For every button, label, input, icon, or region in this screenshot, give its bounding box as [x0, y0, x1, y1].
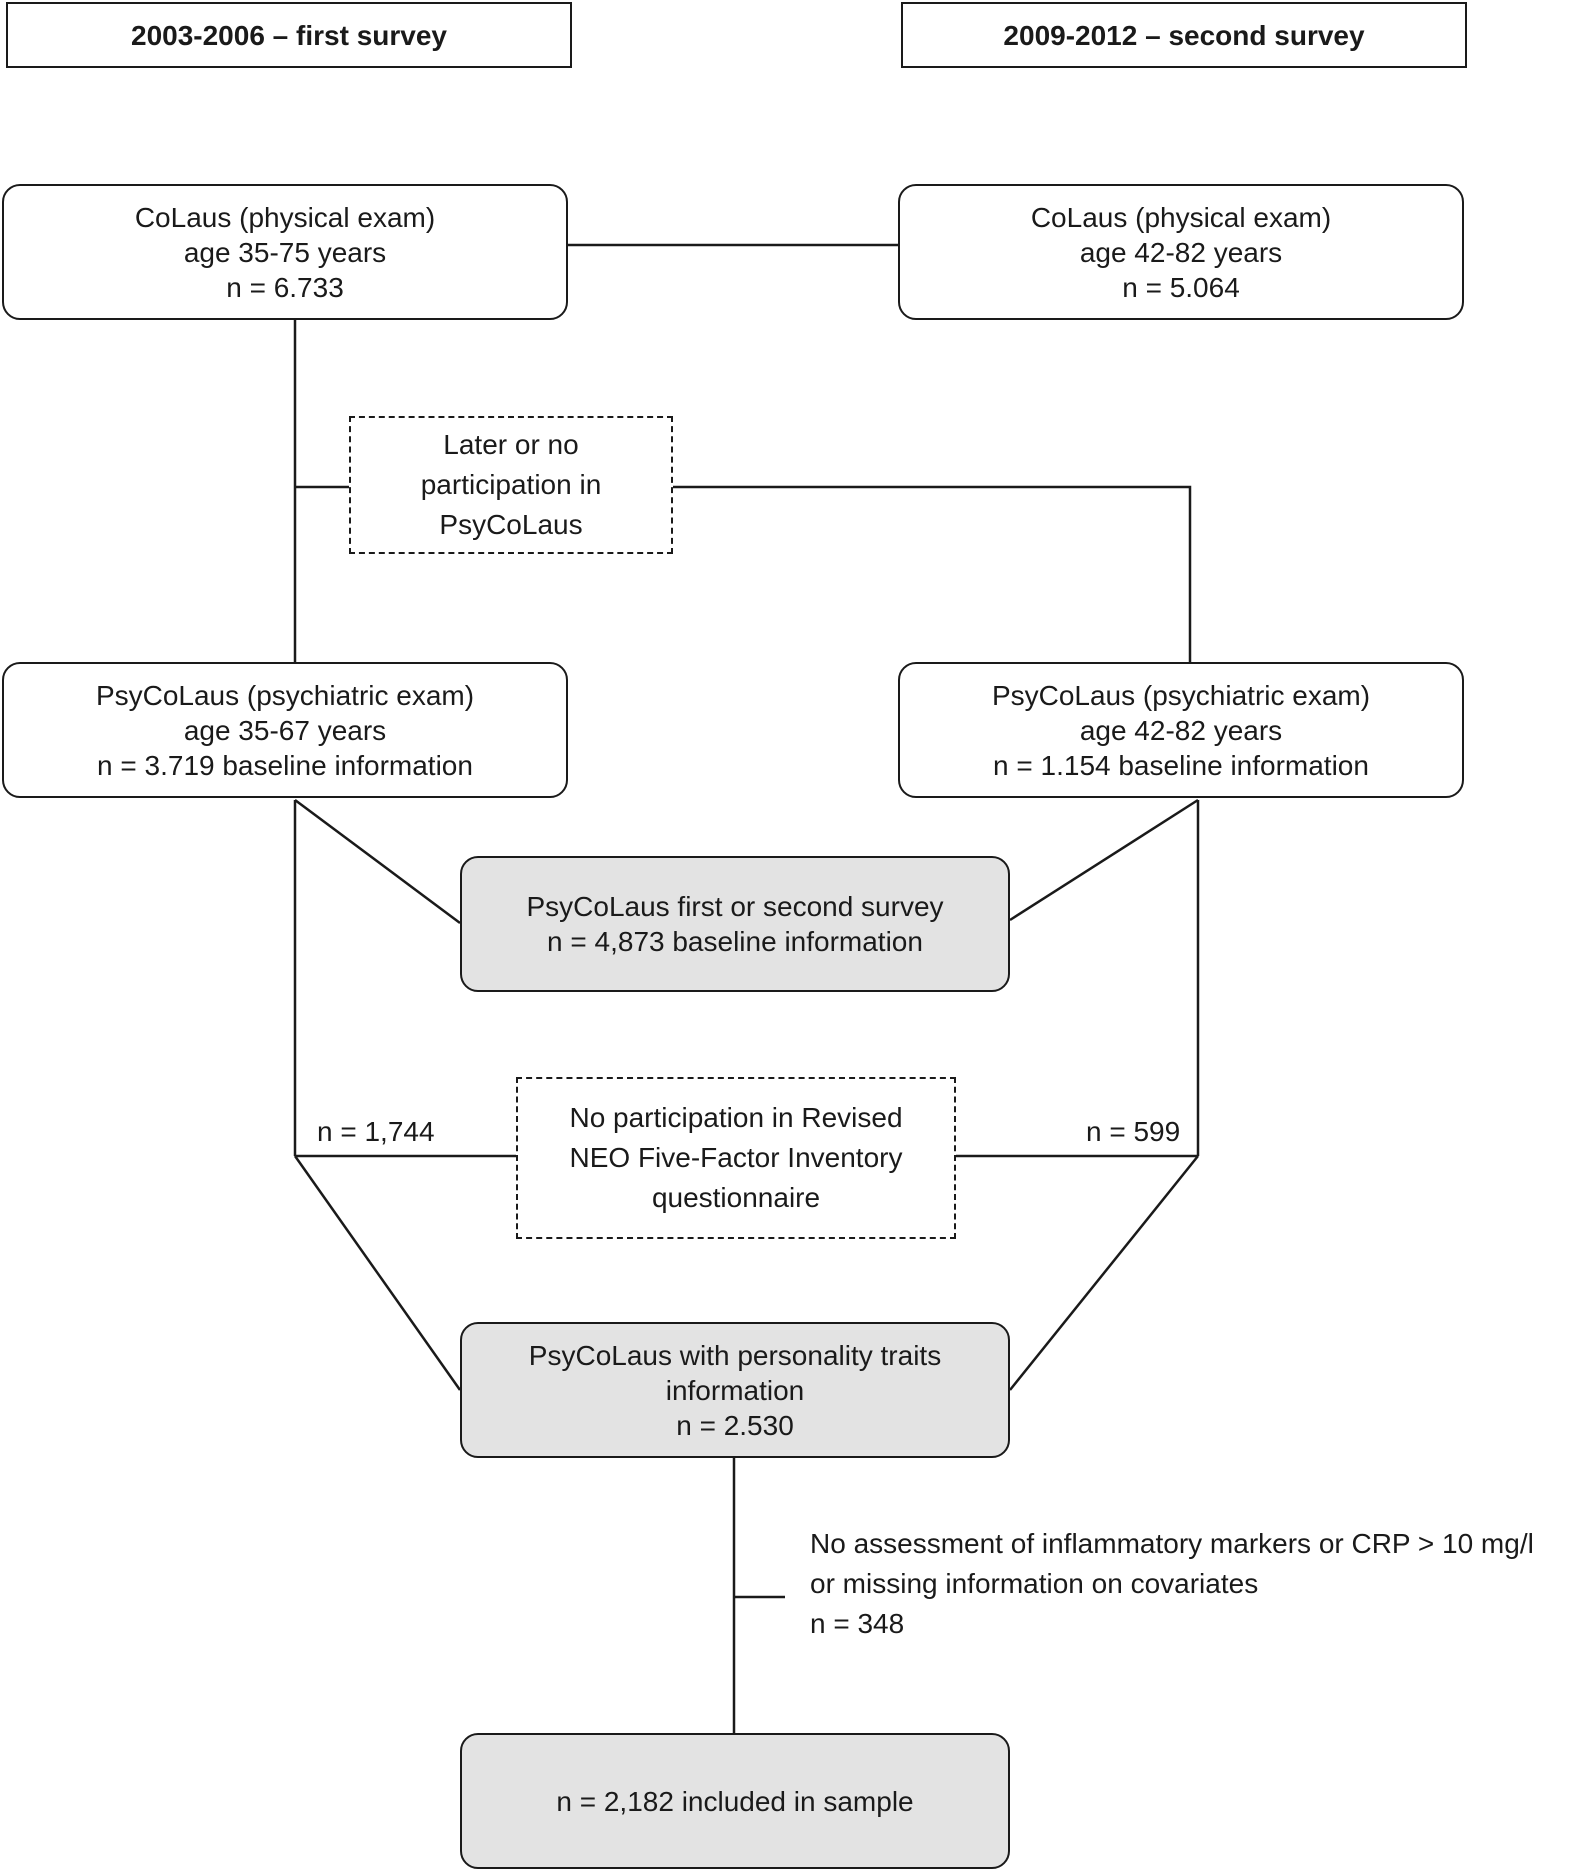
markers-exclusion-note: No assessment of inflammatory markers or… [810, 1524, 1594, 1644]
connector-first-diagonal-b [293, 1155, 462, 1391]
header-second-survey: 2009-2012 – second survey [901, 2, 1467, 68]
psycolaus-second-line2: age 42-82 years [1079, 714, 1283, 746]
neo-exclusion-line2: NEO Five-Factor Inventory [569, 1142, 903, 1173]
header-first-survey: 2003-2006 – first survey [6, 2, 572, 68]
later-participation-line2: participation in [420, 469, 602, 500]
psycolaus-second-line1: PsyCoLaus (psychiatric exam) [991, 679, 1371, 711]
psycolaus-combined-line1: PsyCoLaus first or second survey [526, 891, 944, 922]
psycolaus-combined-line2: n = 4,873 baseline information [547, 926, 923, 957]
personality-traits-line1: PsyCoLaus with personality traits [528, 1339, 942, 1371]
colaus-second-line3: n = 5.064 [1122, 271, 1240, 303]
personality-traits-box: PsyCoLaus with personality traits inform… [460, 1322, 1010, 1458]
later-participation-line1: Later or no [443, 429, 579, 460]
neo-excluded-second-count: n = 599 [1086, 1116, 1181, 1147]
colaus-first-box: CoLaus (physical exam) age 35-75 years n… [2, 184, 568, 320]
colaus-first-line3: n = 6.733 [226, 271, 344, 303]
psycolaus-second-box: PsyCoLaus (psychiatric exam) age 42-82 y… [898, 662, 1464, 798]
psycolaus-second-line3: n = 1.154 baseline information [993, 749, 1369, 781]
personality-traits-line2: information [665, 1374, 805, 1406]
psycolaus-first-line1: PsyCoLaus (psychiatric exam) [95, 679, 475, 711]
colaus-second-box: CoLaus (physical exam) age 42-82 years n… [898, 184, 1464, 320]
neo-excluded-first-count: n = 1,744 [317, 1116, 435, 1147]
psycolaus-combined-box: PsyCoLaus first or second survey n = 4,8… [460, 856, 1010, 992]
header-first-survey-label: 2003-2006 – first survey [131, 19, 447, 51]
colaus-second-line1: CoLaus (physical exam) [1030, 201, 1332, 233]
colaus-first-line2: age 35-75 years [183, 236, 387, 268]
neo-exclusion-line1: No participation in Revised [569, 1102, 903, 1133]
psycolaus-first-line3: n = 3.719 baseline information [97, 749, 473, 781]
final-sample-label: n = 2,182 included in sample [556, 1785, 914, 1817]
connector-second-diagonal-b [1009, 1155, 1199, 1391]
neo-exclusion-line3: questionnaire [651, 1182, 821, 1213]
connector-first-diagonal-a [294, 798, 461, 925]
markers-exclusion-line2: or missing information on covariates [810, 1568, 1259, 1599]
connector-later-right [672, 485, 1192, 662]
later-participation-box: Later or no participation in PsyCoLaus [349, 416, 673, 554]
connector-second-diagonal-a [1009, 798, 1199, 922]
neo-exclusion-box: No participation in Revised NEO Five-Fac… [516, 1077, 956, 1239]
colaus-first-line1: CoLaus (physical exam) [134, 201, 436, 233]
personality-traits-line3: n = 2.530 [676, 1409, 794, 1441]
later-participation-line3: PsyCoLaus [439, 509, 583, 540]
header-second-survey-label: 2009-2012 – second survey [1003, 19, 1365, 51]
colaus-second-line2: age 42-82 years [1079, 236, 1283, 268]
final-sample-box: n = 2,182 included in sample [460, 1733, 1010, 1869]
psycolaus-first-box: PsyCoLaus (psychiatric exam) age 35-67 y… [2, 662, 568, 798]
psycolaus-first-line2: age 35-67 years [183, 714, 387, 746]
markers-exclusion-line3: n = 348 [810, 1608, 905, 1639]
markers-exclusion-line1: No assessment of inflammatory markers or… [810, 1528, 1534, 1559]
